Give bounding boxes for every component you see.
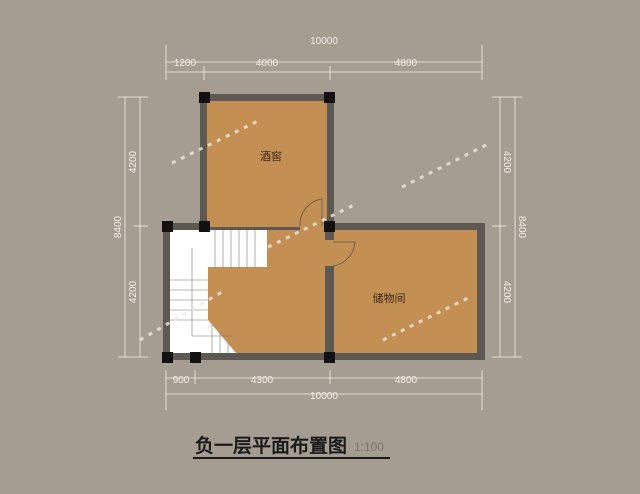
room-label-wine-cellar: 酒窖 <box>260 149 282 163</box>
dim-right-1: 4200 <box>501 151 512 174</box>
dim-bottom-total: 10000 <box>310 391 338 402</box>
columns <box>162 92 335 363</box>
dim-top-total: 10000 <box>310 36 338 47</box>
dim-top-2: 4000 <box>256 58 279 69</box>
watermarks <box>139 118 491 342</box>
dim-top-3: 4800 <box>395 58 418 69</box>
dim-left-total: 8400 <box>113 215 124 238</box>
dim-right-2: 4200 <box>501 281 512 304</box>
dimension-lines <box>118 45 522 410</box>
dim-top-1: 1200 <box>174 58 197 69</box>
drawing-scale: 1:100 <box>354 440 384 454</box>
dim-bottom-1: 900 <box>173 375 190 386</box>
dim-left-2: 4200 <box>128 280 139 303</box>
dim-bottom-2: 4300 <box>251 375 274 386</box>
doors <box>299 198 356 267</box>
dim-bottom-3: 4800 <box>395 375 418 386</box>
dim-right-total: 8400 <box>516 216 527 239</box>
staircase <box>170 230 267 353</box>
dim-left-1: 4200 <box>128 150 139 173</box>
room-label-storage: 储物间 <box>373 291 406 305</box>
drawing-title: 负一层平面布置图 <box>195 434 347 457</box>
